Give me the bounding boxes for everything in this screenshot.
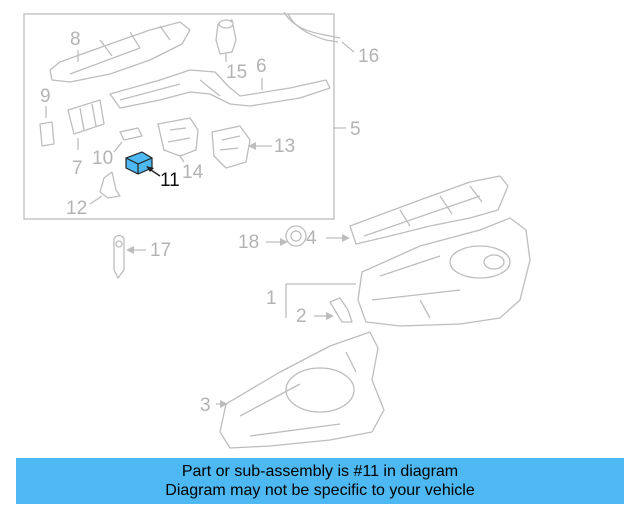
label-16: 16	[358, 46, 379, 67]
part-4-upper-rail	[349, 175, 509, 245]
banner-line-2: Diagram may not be specific to your vehi…	[165, 482, 475, 499]
banner-line-1: Part or sub-assembly is #11 in diagram	[181, 463, 459, 480]
label-9: 9	[40, 86, 51, 107]
part-10-plate	[119, 127, 143, 141]
part-13-mount	[211, 125, 251, 169]
label-2: 2	[296, 306, 307, 327]
part-16-rod	[283, 11, 341, 43]
label-10: 10	[92, 148, 113, 169]
label-8: 8	[70, 29, 81, 50]
part-18-grommet	[285, 225, 307, 247]
label-12: 12	[66, 198, 87, 219]
parts-diagram: 8 15 16 6 9 7 10 14	[23, 11, 531, 449]
part-8-rail	[49, 21, 191, 83]
assembly-5-box	[23, 13, 335, 220]
label-13: 13	[274, 136, 295, 157]
part-12-clip	[99, 171, 121, 199]
label-6: 6	[256, 56, 267, 77]
part-15-grommet	[215, 19, 237, 55]
part-14-bracket	[157, 117, 199, 157]
part-1-apron	[357, 217, 531, 327]
part-6-apron-rail	[109, 69, 331, 109]
part-17-hook	[113, 234, 125, 279]
info-banner: Part or sub-assembly is #11 in diagram D…	[16, 458, 624, 504]
label-1: 1	[266, 288, 277, 309]
label-3: 3	[200, 395, 211, 416]
part-11-highlighted	[125, 151, 153, 175]
label-18: 18	[238, 232, 259, 253]
part-7-panel	[67, 99, 105, 135]
part-2-bracket	[329, 297, 353, 323]
label-15: 15	[226, 62, 247, 83]
part-9-bracket	[39, 121, 55, 147]
label-14: 14	[182, 162, 204, 183]
label-17: 17	[150, 240, 171, 261]
label-11: 11	[160, 170, 180, 191]
label-5: 5	[350, 119, 361, 140]
label-4: 4	[306, 228, 317, 249]
label-7: 7	[72, 158, 83, 179]
part-3-fender-inner	[219, 331, 385, 449]
